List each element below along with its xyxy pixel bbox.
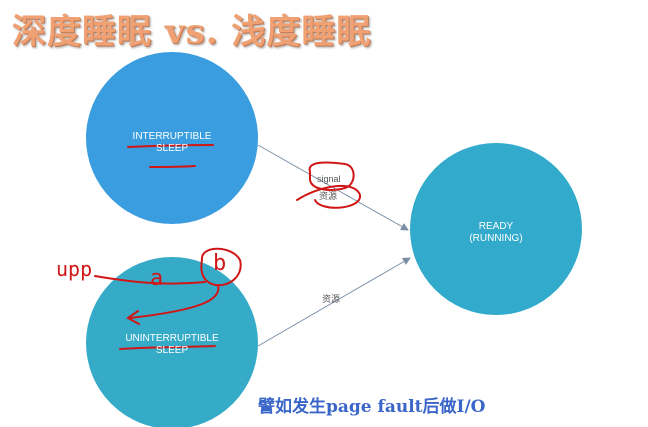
annotation-arrow-line	[94, 275, 206, 285]
edge-label-signal: signal	[317, 174, 341, 184]
uninterruptible-line2: SLEEP	[155, 345, 189, 356]
red-annotations	[94, 144, 361, 350]
annotation-letter-a: a	[150, 266, 164, 291]
interruptible-sleep-node	[86, 52, 258, 224]
interruptible-line1: INTERRUPTIBLE	[132, 131, 212, 142]
circle-b	[200, 247, 242, 287]
underline-interruptible	[127, 144, 214, 148]
annotation-letter-b: b	[213, 251, 227, 276]
annotation-word-upp: upp	[56, 257, 93, 281]
annotation-curve-down	[129, 284, 220, 319]
slide-title: 深度睡眠 vs. 浅度睡眠	[12, 12, 372, 52]
ready-running-node	[410, 143, 582, 315]
page-fault-caption: 譬如发生page fault后做I/O	[258, 397, 486, 417]
uninterruptible-line1: UNINTERRUPTIBLE	[125, 333, 219, 344]
edge-label-resource-top: 资源	[319, 191, 338, 201]
edge-uninterruptible-to-ready	[257, 257, 411, 347]
ready-line1: READY	[478, 221, 514, 232]
uninterruptible-sleep-label: UNINTERRUPTIBLE SLEEP	[107, 333, 237, 357]
edge-label-resource-bottom: 资源	[322, 294, 341, 304]
interruptible-sleep-label: INTERRUPTIBLE SLEEP	[112, 131, 232, 155]
annotation-arrowhead	[126, 310, 140, 325]
underline-sleep	[149, 165, 196, 168]
ready-line2: (RUNNING)	[469, 233, 523, 244]
loop-resource	[296, 184, 361, 209]
underline-uninterruptible	[119, 345, 216, 350]
uninterruptible-sleep-node	[86, 257, 258, 427]
ready-running-label: READY (RUNNING)	[436, 221, 556, 245]
circle-signal	[308, 161, 355, 191]
interruptible-line2: SLEEP	[155, 143, 189, 154]
